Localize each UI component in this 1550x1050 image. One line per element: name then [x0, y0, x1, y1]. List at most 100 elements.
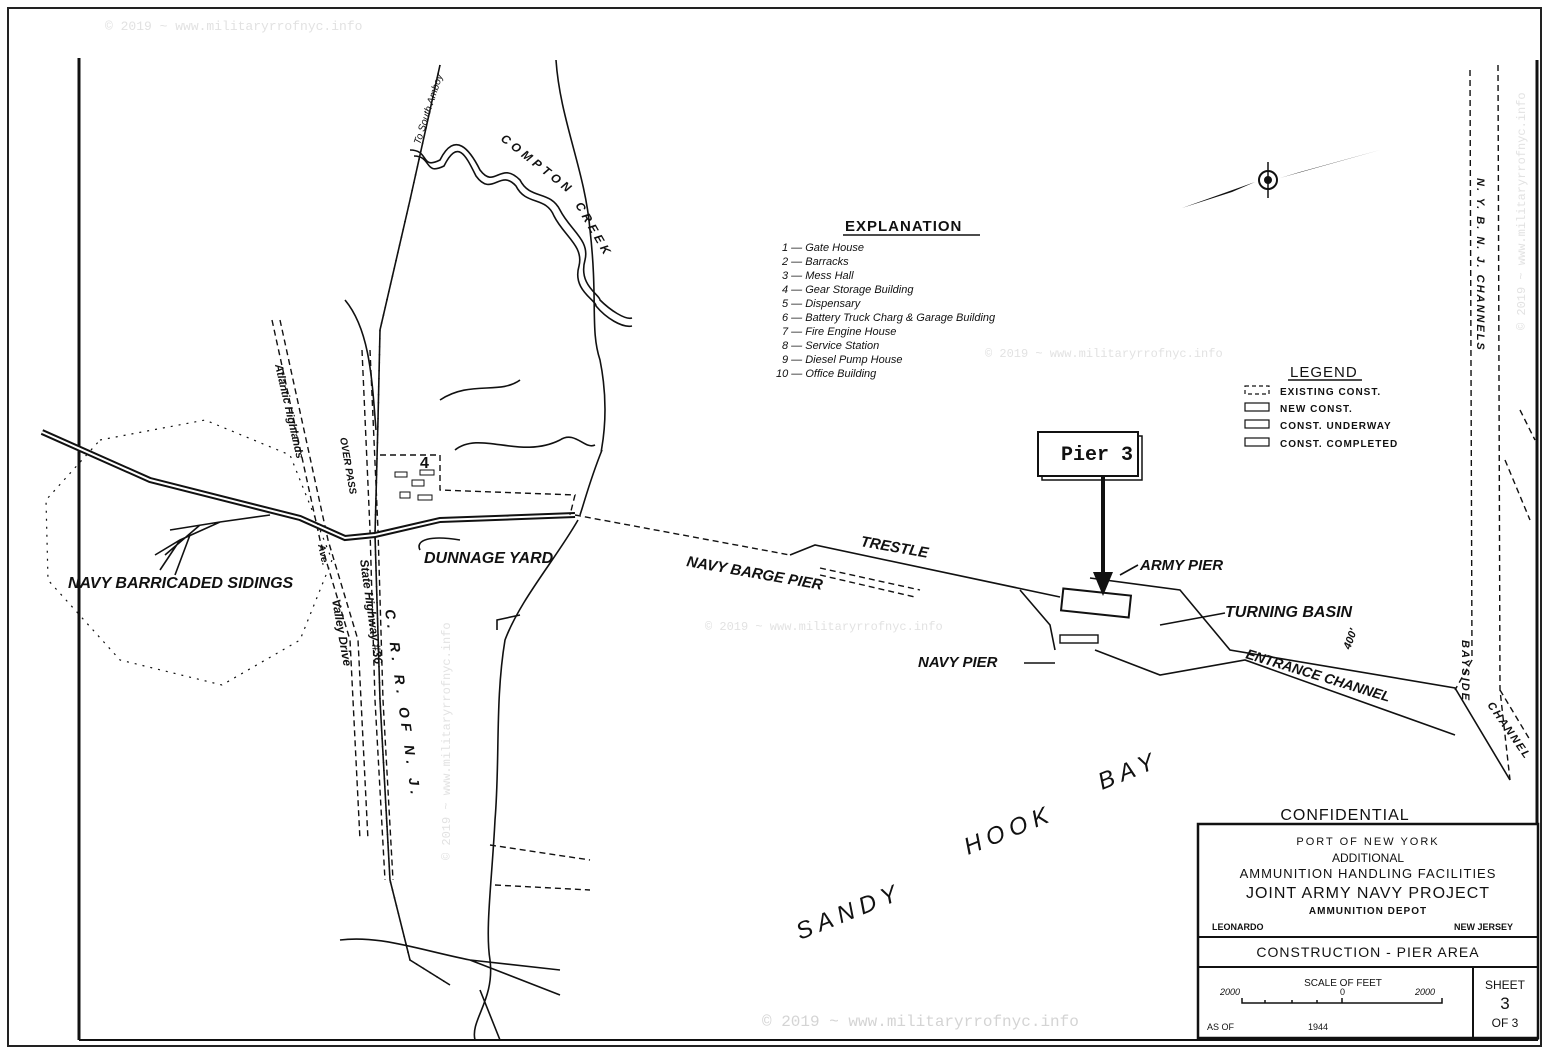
watermark-center: © 2019 ~ www.militaryrrofnyc.info [705, 620, 943, 634]
label-dunnage-yard: DUNNAGE YARD [424, 550, 554, 567]
legend-item-completed: CONST. COMPLETED [1280, 439, 1398, 450]
drawing-title: CONSTRUCTION - PIER AREA [1256, 944, 1479, 960]
legend-swatch-new [1244, 402, 1270, 412]
north-arrow-icon [1182, 150, 1380, 208]
watermark-mid-right: © 2019 ~ www.militaryrrofnyc.info [985, 347, 1223, 361]
label-navy-barge-pier: NAVY BARGE PIER [685, 553, 824, 594]
compton-creek [409, 144, 633, 320]
label-bay-bay: BAY [1094, 746, 1164, 795]
legend-item-underway: CONST. UNDERWAY [1280, 421, 1392, 432]
legend-swatch-underway [1244, 419, 1270, 429]
pier-3-callout-label: Pier 3 [1061, 444, 1133, 467]
depot-buildings [394, 469, 435, 501]
coastline-north [555, 59, 606, 516]
label-navy-pier: NAVY PIER [918, 654, 998, 671]
navy-barge-pier [819, 567, 921, 598]
label-compton: COMPTON [498, 131, 577, 197]
legend-title: LEGEND [1290, 364, 1358, 381]
rail-yard-south [339, 938, 561, 1041]
pier-3-callout-box [1037, 431, 1139, 477]
explanation-item: 4 — Gear Storage Building [782, 284, 914, 296]
explanation-item: 10 — Office Building [776, 368, 877, 380]
atlantic-highlands-road-edge [279, 319, 369, 841]
label-navy-barricaded-sidings: NAVY BARRICADED SIDINGS [68, 575, 294, 592]
dunnage-yard-outline [418, 537, 461, 551]
explanation-item: 1 — Gate House [782, 242, 864, 254]
label-bay-sandy: SANDY [792, 878, 907, 945]
explanation-item: 2 — Barracks [781, 256, 849, 268]
watermark-vertical-left: © 2019 ~ www.militaryrrofnyc.info [440, 622, 454, 860]
state-highway-36 [361, 349, 386, 881]
nybnj-channels [1454, 64, 1531, 781]
label-trestle: TRESTLE [859, 533, 930, 562]
explanation-item: 9 — Diesel Pump House [782, 354, 902, 366]
title-line-3: AMMUNITION HANDLING FACILITIES [1240, 866, 1497, 881]
coastline-south [473, 519, 579, 1041]
as-of-year: 1944 [1308, 1022, 1328, 1032]
place-left: LEONARDO [1212, 922, 1264, 932]
label-entrance-channel: ENTRANCE CHANNEL [1244, 646, 1392, 705]
label-bayside: BAYSIDE [1459, 640, 1471, 702]
map-frame [7, 7, 1542, 1047]
scale-right-value: 2000 [1414, 987, 1435, 997]
legend-item-new: NEW CONST. [1280, 404, 1353, 415]
explanation-list: EXPLANATION 1 — Gate House 2 — Barracks … [776, 218, 996, 380]
trestle-approach [574, 514, 791, 556]
turning-basin-entrance-channel [1089, 577, 1511, 781]
compton-creek-bank [413, 150, 633, 328]
title-line-4: JOINT ARMY NAVY PROJECT [1246, 885, 1490, 902]
explanation-item: 6 — Battery Truck Charg & Garage Buildin… [782, 312, 996, 324]
scale-zero: 0 [1340, 987, 1345, 997]
legend-swatch-completed [1244, 437, 1270, 447]
legend-swatch-existing [1244, 385, 1270, 395]
watermark-bottom: © 2019 ~ www.militaryrrofnyc.info [762, 1013, 1079, 1031]
navy-railroad-main-inner [41, 431, 576, 540]
label-army-pier: ARMY PIER [1139, 557, 1223, 574]
rail-spur-north [344, 299, 377, 431]
watermark-top: © 2019 ~ www.militaryrrofnyc.info [105, 19, 362, 34]
callout-arrow-head [1093, 572, 1113, 596]
sheet-number: 3 [1500, 994, 1509, 1013]
channel-dashes [1504, 409, 1536, 521]
label-bay-hook: HOOK [960, 800, 1058, 861]
explanation-item: 8 — Service Station [782, 340, 879, 352]
south-dashed-lines [489, 844, 591, 891]
watermark-vertical-right: © 2019 ~ www.militaryrrofnyc.info [1515, 92, 1529, 330]
siding-tracks [154, 514, 271, 576]
label-ave: Ave. [315, 542, 330, 566]
explanation-item: 7 — Fire Engine House [782, 326, 896, 338]
scale-left-value: 2000 [1219, 987, 1240, 997]
label-to-south-amboy: To South Amboy [412, 72, 445, 146]
title-line-5: AMMUNITION DEPOT [1309, 906, 1427, 917]
label-crr-of-nj: C. R. R. OF N. J. [382, 608, 425, 800]
building-4-label: 4 [420, 455, 429, 472]
label-channel: CHANNEL [1485, 700, 1534, 762]
title-block: CONFIDENTIAL PORT OF NEW YORK ADDITIONAL… [1196, 807, 1540, 1040]
label-valley-drive: Valley Drive [329, 598, 355, 667]
label-nybnj-channels: N. Y. B. N. J. CHANNELS [1474, 178, 1486, 352]
as-of-label: AS OF [1207, 1022, 1235, 1032]
sheet-label: SHEET [1485, 978, 1526, 992]
legend-item-existing: EXISTING CONST. [1280, 387, 1381, 398]
scale-label: SCALE OF FEET [1304, 978, 1382, 989]
place-right: NEW JERSEY [1454, 922, 1513, 932]
label-channel-width: 400' [1341, 627, 1360, 652]
label-state-highway-36: State Highway #36 [357, 558, 386, 665]
classification-label: CONFIDENTIAL [1280, 807, 1409, 824]
trestle [789, 544, 1061, 651]
label-over-pass: OVER PASS [337, 437, 358, 496]
army-pier [1059, 587, 1133, 619]
title-line-1: PORT OF NEW YORK [1296, 836, 1439, 848]
scale-bar [1241, 998, 1443, 1004]
atlantic-highlands-road [271, 319, 361, 841]
depot-area-boundary [380, 454, 576, 516]
explanation-item: 3 — Mess Hall [782, 270, 854, 282]
state-highway-36-edge [369, 349, 394, 881]
explanation-title: EXPLANATION [845, 218, 962, 235]
explanation-item: 5 — Dispensary [782, 298, 862, 310]
sheet-of: OF 3 [1492, 1016, 1519, 1030]
navy-barricaded-sidings-boundary [45, 419, 333, 686]
legend: LEGEND EXISTING CONST. NEW CONST. CONST.… [1244, 364, 1398, 450]
navy-pier [1059, 634, 1099, 644]
